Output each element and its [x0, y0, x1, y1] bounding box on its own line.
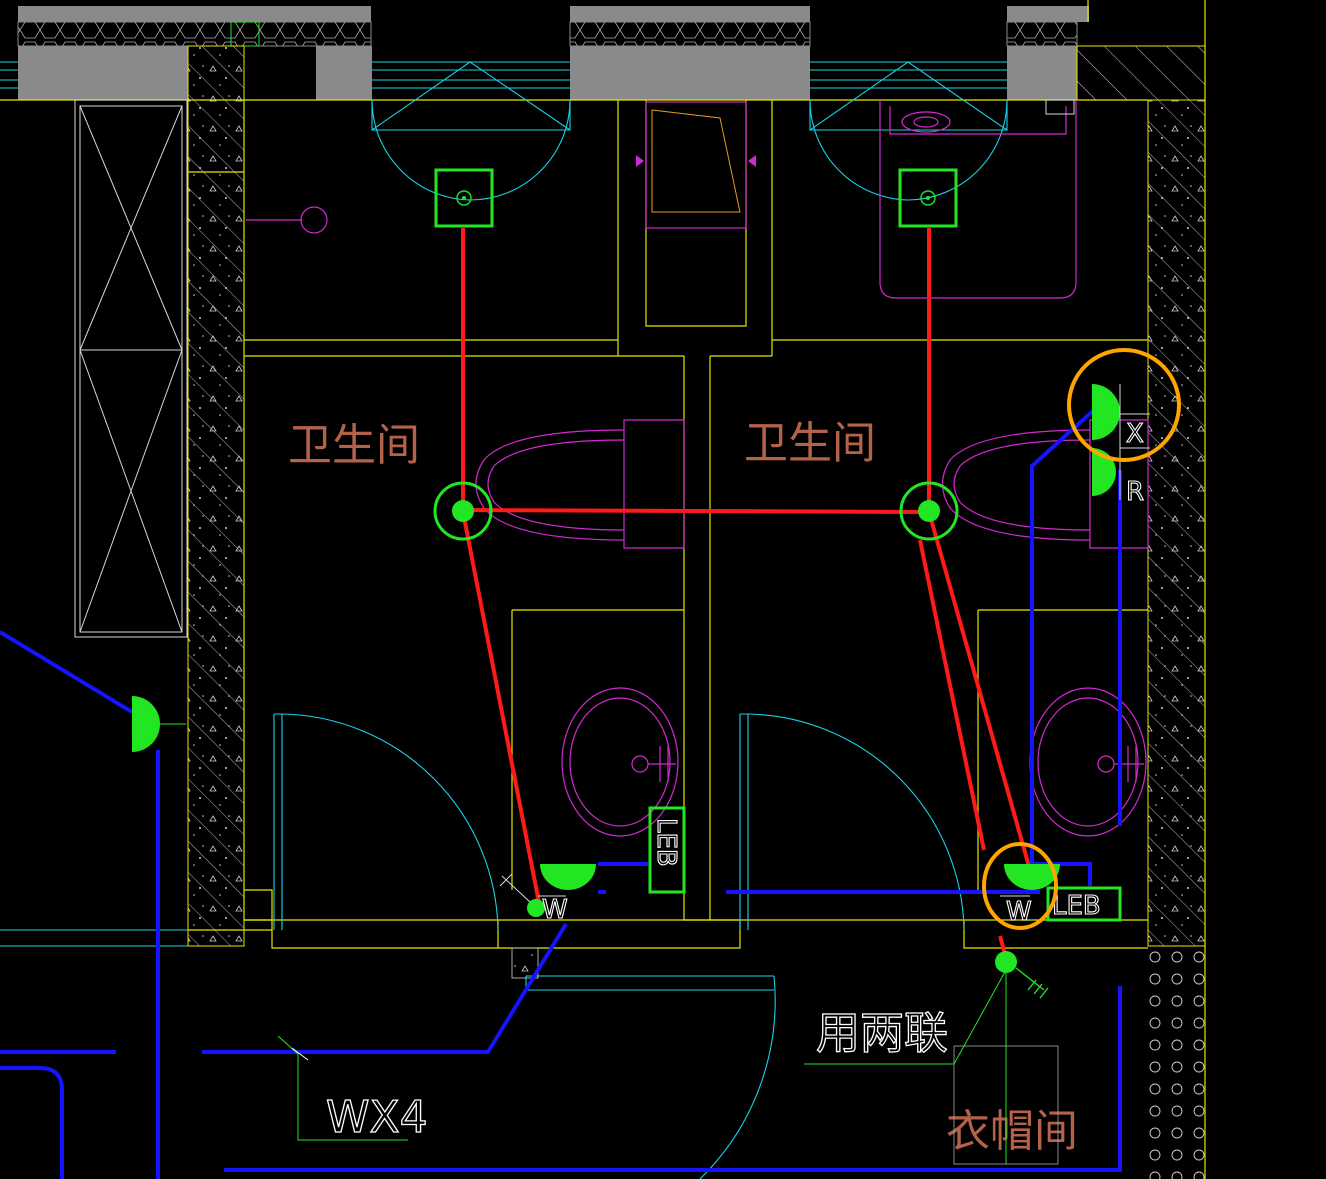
ceiling-fan-icon[interactable] [898, 168, 958, 228]
toilet-icon [941, 419, 1149, 549]
switch-icon[interactable] [499, 873, 545, 917]
circuit-tag: WX4 [277, 1035, 428, 1144]
floor-drain [511, 947, 539, 979]
wardrobe [74, 99, 188, 638]
room-label-left: 卫生间 [288, 420, 420, 471]
left-wall [187, 45, 272, 947]
right-top-basin [879, 99, 1077, 299]
circuit-label: WX4 [326, 1092, 428, 1143]
towel-hook [246, 206, 328, 234]
w-label-right: W [1006, 897, 1032, 927]
socket-x-label: X [1126, 419, 1144, 449]
room-label-cloakroom: 衣帽间 [946, 1106, 1078, 1157]
door-swing-icon [739, 713, 965, 931]
socket-r-label: R [1126, 477, 1144, 507]
socket-icon[interactable] [1004, 864, 1060, 890]
highlight-ring-socket [1067, 348, 1181, 462]
room-label-right: 卫生间 [744, 418, 876, 469]
door-swing-icon [273, 713, 499, 931]
highlight-ring-w-socket [982, 842, 1058, 930]
lighting-circuit [461, 228, 1032, 959]
socket-icon[interactable] [1092, 384, 1120, 440]
right-wall [1076, 45, 1206, 1179]
door-swing-icon [525, 975, 776, 1179]
switch-icon[interactable] [995, 951, 1049, 999]
double-switch-label: 用两联 [816, 1008, 948, 1059]
room-walls [0, 100, 1148, 949]
w-label-left: W [542, 895, 568, 925]
washbasin-icon [561, 687, 679, 837]
ceiling-light-icon[interactable] [899, 481, 959, 541]
ceiling-light-icon[interactable] [433, 481, 493, 541]
washing-machine [636, 101, 756, 229]
socket-icon[interactable] [132, 696, 186, 752]
leb-label-right: LEB [1052, 891, 1101, 921]
socket-label-box: X R [1119, 384, 1150, 508]
top-wall-band [0, 0, 1206, 1179]
leb-box-left: LEB [648, 806, 686, 894]
leb-box-right: LEB [1046, 886, 1122, 922]
washbasin-icon [1029, 687, 1147, 837]
leb-label-left: LEB [651, 818, 681, 867]
ceiling-fan-icon[interactable] [434, 168, 494, 228]
toilet-icon [475, 419, 685, 549]
double-switch-note: 用两联 [804, 969, 1007, 1164]
socket-icon[interactable] [540, 864, 596, 890]
